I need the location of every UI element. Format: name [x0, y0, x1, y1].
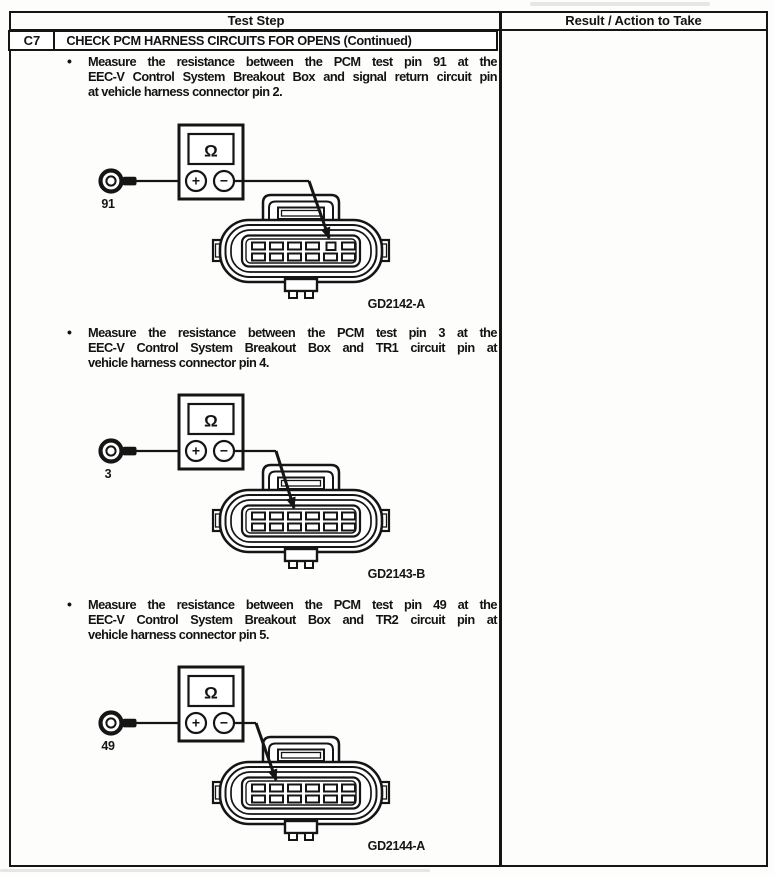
- figure-label: GD2143-B: [368, 567, 426, 581]
- scan-artifact: [0, 869, 430, 872]
- probe-arrow: [307, 180, 331, 240]
- instruction-line: vehicle harness connector pin 4.: [88, 355, 269, 370]
- instruction-line: Measure the resistance between the PCM t…: [88, 597, 498, 612]
- table-header-row: Test Step Result / Action to Take: [11, 13, 766, 31]
- bullet-icon: •: [67, 324, 72, 340]
- instruction-line: Measure the resistance between the PCM t…: [88, 325, 498, 340]
- probe-arrow: [254, 722, 278, 782]
- connector-12pin-drawing: [211, 463, 391, 570]
- instruction-line: EEC-V Control System Breakout Box and TR…: [88, 612, 498, 627]
- test-step-header: C7 CHECK PCM HARNESS CIRCUITS FOR OPENS …: [8, 30, 499, 51]
- step-title: CHECK PCM HARNESS CIRCUITS FOR OPENS (Co…: [66, 33, 412, 48]
- result-action-cell: [503, 33, 764, 863]
- bullet-icon: •: [67, 596, 72, 612]
- instruction-line: Measure the resistance between the PCM t…: [88, 54, 498, 69]
- instruction-line: at vehicle harness connector pin 2.: [88, 84, 283, 99]
- ohmmeter-icon: [101, 125, 244, 199]
- ohmmeter-icon: [101, 395, 244, 469]
- instruction-bullet-3: • Measure the resistance between the PCM…: [64, 596, 499, 642]
- figure-label: GD2144-A: [368, 839, 426, 853]
- connector-12pin-drawing: [211, 735, 391, 842]
- column-header-result-action: Result / Action to Take: [565, 13, 702, 28]
- ohmmeter-test-diagram-3: 49 GD2144-A: [95, 660, 430, 860]
- test-pin-label: 3: [105, 467, 112, 481]
- instruction-bullet-1: • Measure the resistance between the PCM…: [64, 53, 499, 99]
- instruction-line: vehicle harness connector pin 5.: [88, 627, 269, 642]
- figure-label: GD2142-A: [368, 297, 426, 311]
- connector-12pin-drawing: [211, 193, 391, 300]
- test-pin-label: 91: [101, 197, 115, 211]
- test-pin-label: 49: [101, 739, 115, 753]
- pinpoint-test-table: Test Step Result / Action to Take C7 CHE…: [8, 11, 768, 867]
- step-id: C7: [10, 32, 56, 49]
- ohmmeter-test-diagram-1: 91 GD2142-A: [95, 118, 430, 318]
- column-header-test-step: Test Step: [227, 13, 285, 28]
- instruction-bullet-2: • Measure the resistance between the PCM…: [64, 324, 499, 370]
- bullet-icon: •: [67, 53, 72, 69]
- instruction-line: EEC-V Control System Breakout Box and TR…: [88, 340, 498, 355]
- small-pin-cavity: [322, 240, 339, 252]
- probe-arrow: [274, 450, 296, 510]
- instruction-line: EEC-V Control System Breakout Box and si…: [88, 69, 498, 84]
- scan-artifact: [530, 2, 710, 6]
- ohmmeter-test-diagram-2: 3 GD2143-B: [95, 388, 430, 588]
- column-divider: [499, 13, 502, 865]
- ohmmeter-icon: [101, 667, 244, 741]
